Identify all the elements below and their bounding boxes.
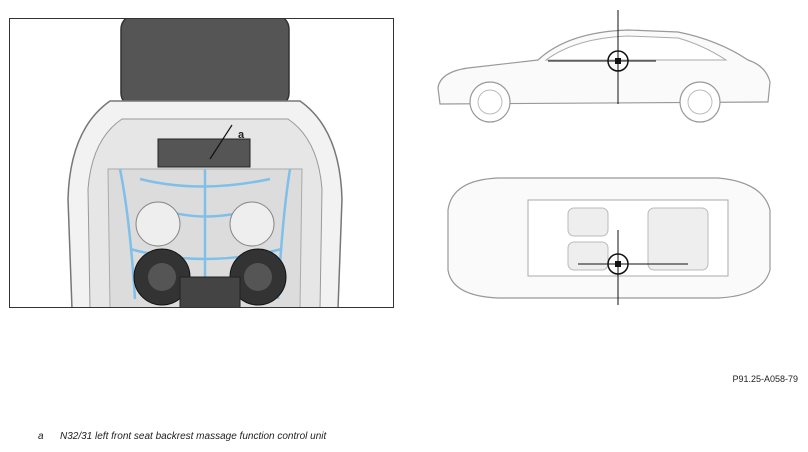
rear-bench [647,207,709,271]
callout-leader-line [209,124,233,160]
car-windows [544,35,728,61]
seat-backrest-detail-view: a [9,18,394,308]
seat-backrest-drawing [67,19,343,307]
figure-id: P91.25-A058-79 [732,374,798,384]
callout-label-a: a [238,129,245,141]
massage-cell-left [135,201,181,247]
front-wheel [469,81,511,123]
locator-marker [615,58,621,64]
locator-circle [607,50,629,72]
legend-text: N32/31 left front seat backrest massage … [60,431,327,442]
car-top-view [447,177,771,305]
headrest [120,19,290,108]
seat-front-left [567,241,609,271]
massage-control-unit [157,138,251,168]
lower-component [179,276,241,307]
locator-circle-top [607,253,629,275]
legend-key: a [38,431,44,442]
car-side-view [437,10,771,123]
legend: a N32/31 left front seat backrest massage… [38,431,326,442]
massage-cell-right [229,201,275,247]
seat-front-right [567,207,609,237]
locator-marker-top [615,261,621,267]
rear-wheel [679,81,721,123]
